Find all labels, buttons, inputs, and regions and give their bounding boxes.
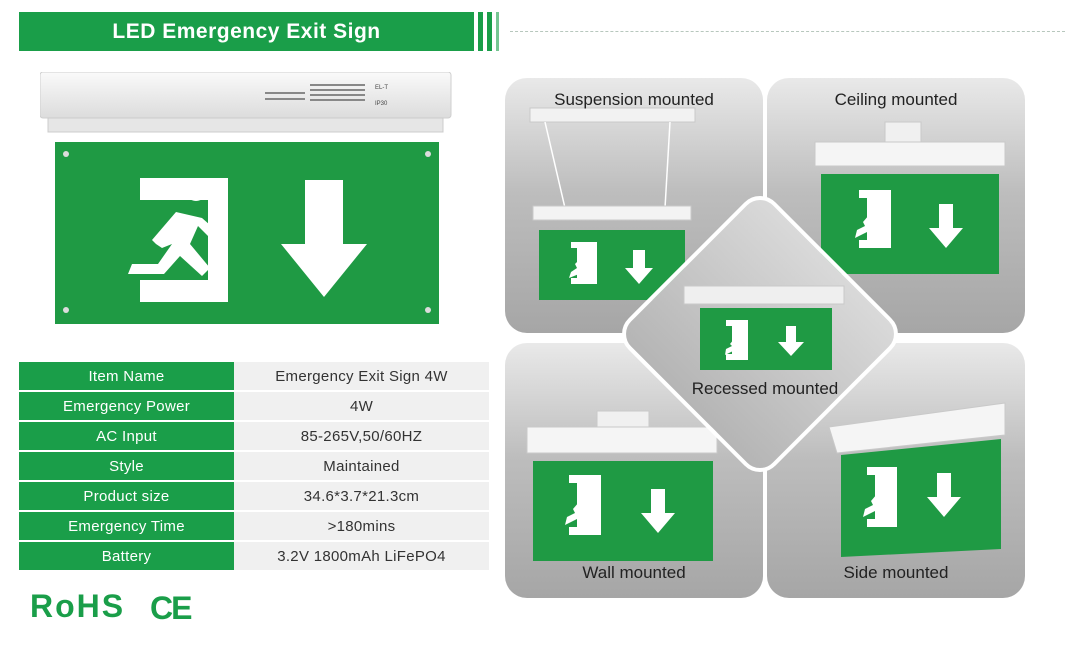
label-ceiling: Ceiling mounted <box>834 90 958 109</box>
spec-value: 3.2V 1800mAh LiFePO4 <box>234 541 489 572</box>
table-row: Product size 34.6*3.7*21.3cm <box>19 481 489 512</box>
table-row: Emergency Time >180mins <box>19 511 489 542</box>
spec-value: 34.6*3.7*21.3cm <box>234 481 489 512</box>
rohs-logo: RoHS <box>30 588 126 624</box>
spec-value: 85-265V,50/60HZ <box>234 421 489 452</box>
table-row: Emergency Power 4W <box>19 391 489 422</box>
header-dashed-line <box>510 31 1065 32</box>
spec-value: 4W <box>234 391 489 422</box>
label-side: Side mounted <box>843 563 949 582</box>
spec-key: Style <box>19 451 234 482</box>
table-row: Style Maintained <box>19 451 489 482</box>
spec-value: Maintained <box>234 451 489 482</box>
spec-key: Emergency Time <box>19 511 234 542</box>
wall-illustration <box>526 410 718 561</box>
panel-side: Side mounted <box>767 343 1025 598</box>
header-stripe <box>496 12 499 51</box>
header-bar <box>19 12 474 51</box>
label-recessed: Recessed mounted <box>691 379 839 398</box>
suspension-illustration <box>529 107 696 300</box>
table-row: Item Name Emergency Exit Sign 4W <box>19 362 489 392</box>
spec-key: AC Input <box>19 421 234 452</box>
spec-value: Emergency Exit Sign 4W <box>234 362 489 392</box>
side-illustration <box>828 402 1006 557</box>
label-wall: Wall mounted <box>582 563 686 582</box>
label-suspension: Suspension mounted <box>554 90 714 109</box>
page-title: LED Emergency Exit Sign <box>112 20 381 43</box>
exit-sign-product-image: EL-T IP30 <box>40 72 452 324</box>
spec-key: Emergency Power <box>19 391 234 422</box>
ceiling-illustration <box>814 121 1006 274</box>
product-ip-label: IP30 <box>375 101 388 107</box>
spec-key: Product size <box>19 481 234 512</box>
spec-table: Item Name Emergency Exit Sign 4W Emergen… <box>19 362 489 572</box>
table-row: AC Input 85-265V,50/60HZ <box>19 421 489 452</box>
header-stripe <box>478 12 483 51</box>
header-stripe <box>487 12 492 51</box>
product-brand-label: EL-T <box>375 85 388 91</box>
spec-key: Battery <box>19 541 234 572</box>
recessed-illustration <box>683 285 845 370</box>
table-row: Battery 3.2V 1800mAh LiFePO4 <box>19 541 489 572</box>
ce-mark-logo: CE <box>150 590 192 626</box>
spec-key: Item Name <box>19 362 234 392</box>
spec-value: >180mins <box>234 511 489 542</box>
